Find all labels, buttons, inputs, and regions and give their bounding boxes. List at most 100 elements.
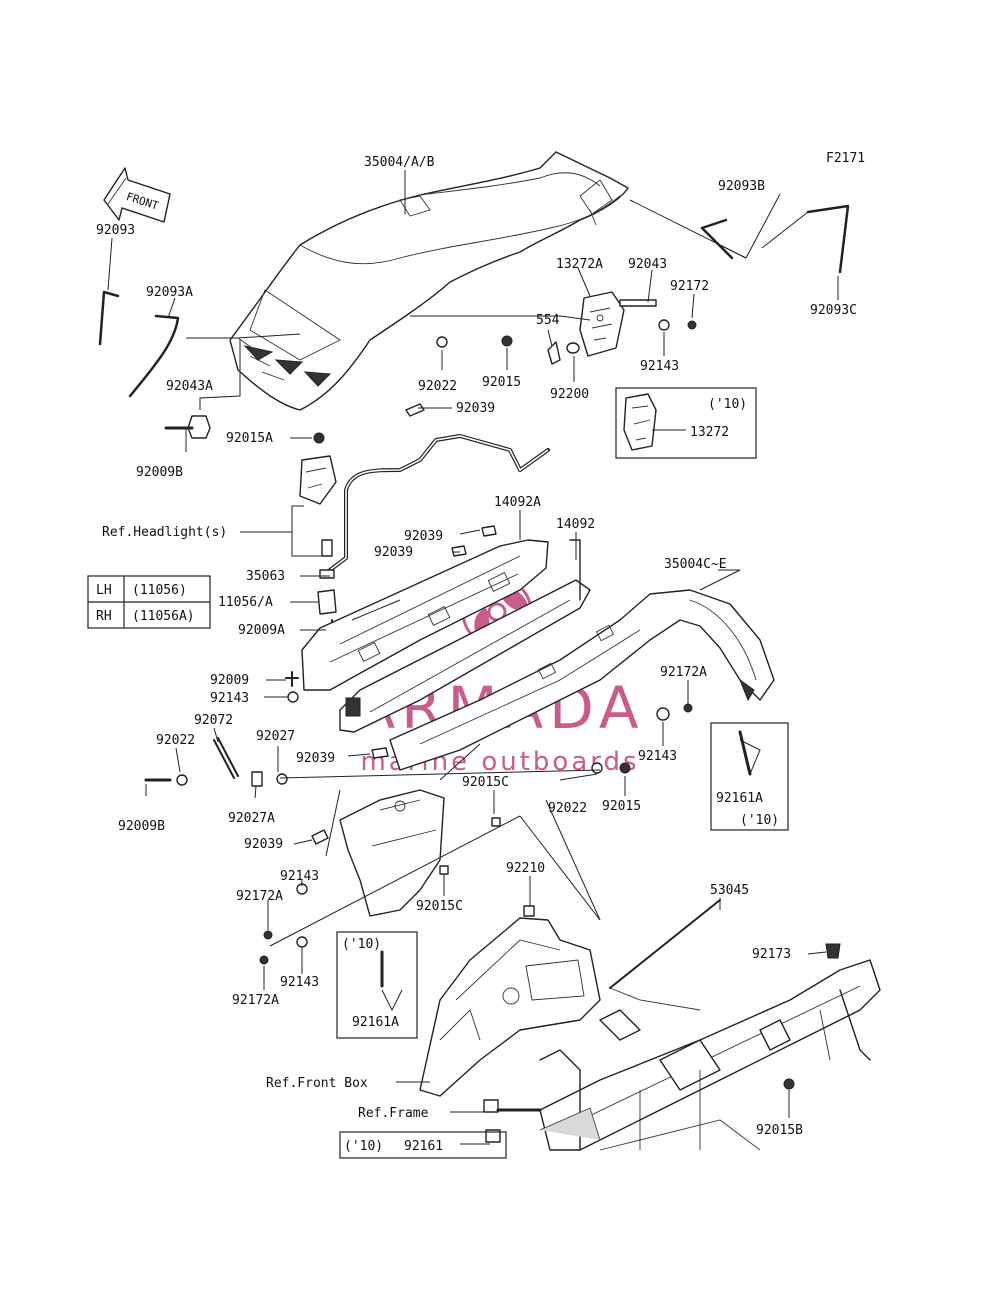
clip-554-icon: [547, 341, 561, 365]
callout-92093C: 92093C: [810, 303, 857, 318]
fender-flare-35004CE-part: [389, 589, 775, 771]
callout-92039-b: 92039: [404, 529, 443, 544]
callout-92161: 92161: [404, 1139, 443, 1154]
front-box-panel-part: [419, 905, 601, 1097]
callout-92015C-b: 92015C: [416, 899, 463, 914]
callout-92143-low2: 92143: [280, 975, 319, 990]
clip-92173-icon: [825, 943, 841, 959]
callout-year-92161A-right: ('10): [740, 813, 779, 828]
trim-strip-92093B: [700, 218, 734, 260]
callout-92161A-low: 92161A: [352, 1015, 399, 1030]
washer-92143-mid-icon: [287, 691, 299, 703]
ref-front-box: Ref.Front Box: [266, 1076, 368, 1091]
callout-35063: 35063: [246, 569, 285, 584]
callout-92022-left: 92022: [156, 733, 195, 748]
callout-35004CE: 35004C~E: [664, 557, 727, 572]
callout-92039-e: 92039: [244, 837, 283, 852]
headlight-bracket-part: [299, 455, 337, 557]
callout-92027: 92027: [256, 729, 295, 744]
bolt-92009-mid-icon: [285, 671, 299, 687]
side-table: LH (11056) RH (11056A): [87, 575, 211, 629]
callout-35004AB: 35004/A/B: [364, 155, 435, 170]
callout-92039-a: 92039: [456, 401, 495, 416]
callout-92143-low1: 92143: [280, 869, 319, 884]
callout-92015B: 92015B: [756, 1123, 803, 1138]
callout-92172-top: 92172: [670, 279, 709, 294]
guard-14092A-part: [301, 539, 549, 691]
callout-92172A-right: 92172A: [660, 665, 707, 680]
front-fender-part: [229, 151, 629, 411]
callout-92009: 92009: [210, 673, 249, 688]
callout-year-92161A-low: ('10): [342, 937, 381, 952]
trim-strip-92093: [98, 290, 120, 346]
callout-92022-top: 92022: [418, 379, 457, 394]
callout-92009B-left: 92009B: [118, 819, 165, 834]
washer-92022-left-icon: [176, 774, 188, 786]
nut-92015-mid-icon: [619, 762, 631, 774]
washer-92143-right-icon: [656, 707, 670, 721]
nut-92015C-a-icon: [491, 817, 501, 827]
inset-box-92161A-right: [710, 722, 789, 831]
front-arrow-icon: FRONT: [103, 167, 171, 223]
leader-lines: [107, 170, 839, 1145]
collar-92027A-icon: [251, 771, 263, 787]
inset-box-92161: [339, 1131, 507, 1159]
washer-92027-icon: [276, 773, 288, 785]
callout-92093A: 92093A: [146, 285, 193, 300]
side-table-row-2-part: (11056A): [132, 609, 195, 624]
washer-92200-icon: [566, 342, 580, 354]
callout-14092: 14092: [556, 517, 595, 532]
callout-92093: 92093: [96, 223, 135, 238]
side-table-row-1-part: (11056): [132, 583, 187, 598]
callout-92143-top: 92143: [640, 359, 679, 374]
frame-part: [483, 959, 881, 1151]
bolt-92039-b-icon: [481, 525, 497, 537]
callout-53045: 53045: [710, 883, 749, 898]
callout-92039-c: 92039: [374, 545, 413, 560]
nut-92015-top-icon: [501, 335, 513, 347]
callout-92210: 92210: [506, 861, 545, 876]
nut-92015C-b-icon: [439, 865, 449, 875]
nut-92172A-low1-icon: [263, 930, 273, 940]
bolt-92039-top-icon: [405, 403, 425, 417]
callout-92015-mid: 92015: [602, 799, 641, 814]
washer-92022-top-icon: [436, 336, 448, 348]
callout-92015-top: 92015: [482, 375, 521, 390]
inset-box-13272: [615, 387, 757, 459]
callout-year-92161: ('10): [344, 1139, 383, 1154]
callout-92015A: 92015A: [226, 431, 273, 446]
callout-92161A-right: 92161A: [716, 791, 763, 806]
bracket-13272A-part: [579, 291, 625, 357]
callout-13272A: 13272A: [556, 257, 603, 272]
figure-code: F2171: [826, 151, 865, 166]
ref-headlight: Ref.Headlight(s): [102, 525, 227, 540]
callout-92143-right: 92143: [638, 749, 677, 764]
spring-92072-icon: [213, 737, 239, 779]
callout-92022-mid: 92022: [548, 801, 587, 816]
nut-92015A-icon: [313, 432, 325, 444]
bracket-13272-part: [623, 393, 657, 451]
trim-strip-92093A: [128, 314, 180, 398]
side-table-row-2-side: RH: [96, 609, 112, 624]
guard-14092-part: [339, 539, 591, 733]
callout-92172A-low1: 92172A: [236, 889, 283, 904]
washer-92143-top-icon: [658, 319, 670, 331]
callout-92172A-low2: 92172A: [232, 993, 279, 1008]
callout-14092A: 14092A: [494, 495, 541, 510]
bolt-92039-e-icon: [311, 829, 329, 845]
nut-92172-top-icon: [687, 320, 697, 330]
callout-92072: 92072: [194, 713, 233, 728]
nut-92172A-low2-icon: [259, 955, 269, 965]
nut-92172A-right-icon: [683, 703, 693, 713]
callout-554: 554: [536, 313, 560, 328]
callout-92043A: 92043A: [166, 379, 213, 394]
inset-box-92161A-low: [336, 931, 418, 1039]
bolt-92043-icon: [619, 299, 657, 307]
front-guard-part: [339, 789, 445, 917]
side-table-row-1-side: LH: [96, 583, 112, 598]
callout-92093B: 92093B: [718, 179, 765, 194]
strip-92161A-right-icon: [738, 730, 752, 776]
callout-year-13272: ('10): [708, 397, 747, 412]
callout-11056A: 11056/A: [218, 595, 273, 610]
